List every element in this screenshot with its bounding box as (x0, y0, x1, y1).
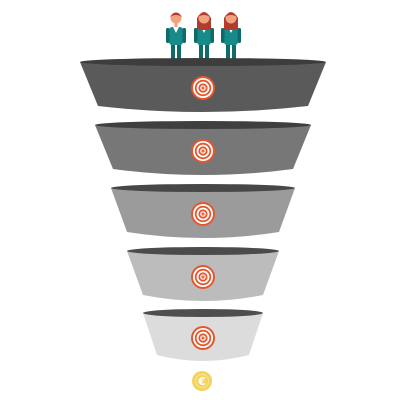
funnel-stage-4 (127, 247, 279, 301)
funnel-stage-2 (95, 121, 311, 175)
funnel-stage-1 (80, 58, 326, 112)
coin-inner-ring (195, 374, 209, 388)
funnel (80, 58, 326, 361)
coin-symbol: € (197, 375, 206, 388)
output-coin: € (192, 371, 212, 391)
funnel-stage-rim (80, 58, 326, 66)
target-icon (191, 326, 215, 350)
funnel-stage-3 (111, 184, 295, 238)
coin-icon (192, 371, 212, 391)
person-man-icon (166, 12, 186, 63)
target-icon (191, 76, 215, 100)
funnel-stage-rim (111, 184, 295, 192)
funnel-stage-rim (143, 309, 263, 317)
person-woman-icon (221, 12, 241, 63)
target-icon (191, 202, 215, 226)
funnel-stage-rim (127, 247, 279, 255)
people-group (166, 12, 241, 63)
target-icon (191, 139, 215, 163)
funnel-stage-5 (143, 309, 263, 361)
funnel-stage-rim (95, 121, 311, 129)
target-icon (191, 265, 215, 289)
person-woman-icon (194, 12, 214, 63)
